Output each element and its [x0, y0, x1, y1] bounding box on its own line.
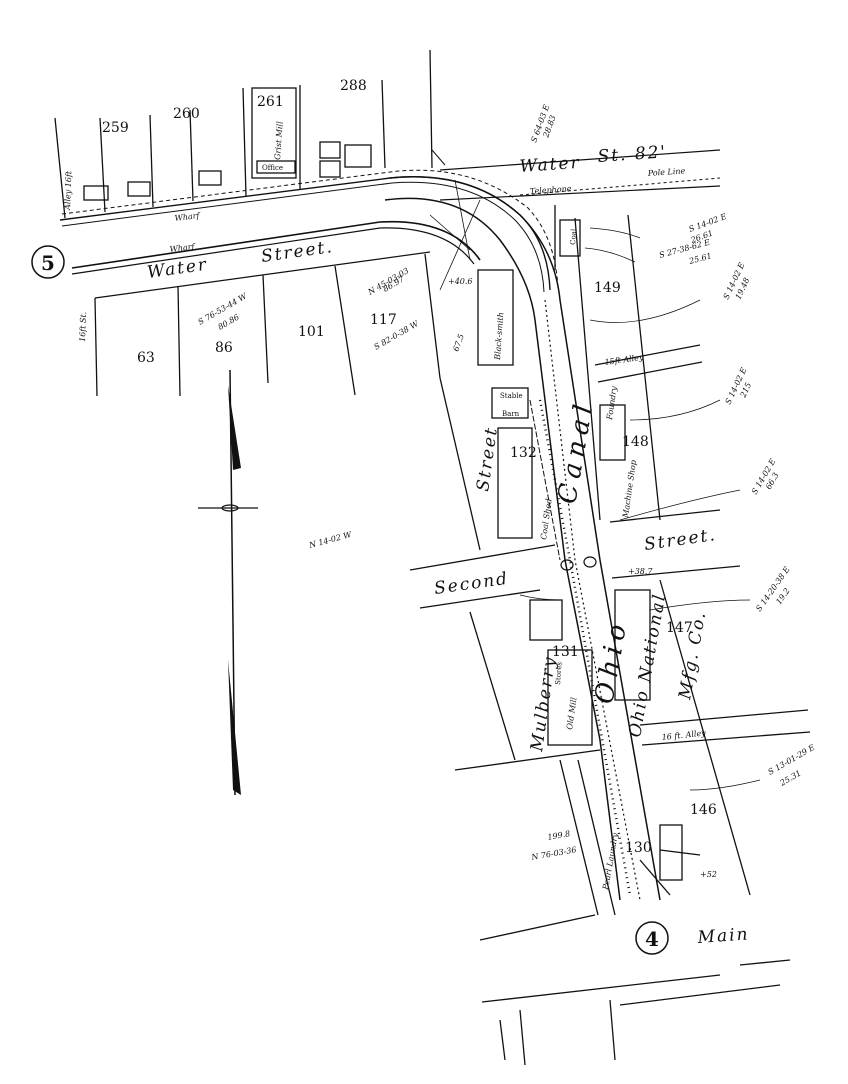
water-street-label: Water — [146, 255, 209, 283]
lot-288: 288 — [340, 78, 367, 94]
alley-top-label: 15ft Alley — [604, 353, 644, 367]
lot-132: 132 — [510, 445, 537, 461]
leader-lines — [519, 227, 761, 791]
lot-261: 261 — [257, 94, 284, 110]
station-marker-4: 4 — [635, 921, 669, 955]
lot-260: 260 — [173, 106, 200, 122]
bearing-b24: N 76-03-36 — [530, 845, 577, 862]
main-street-label: Main — [696, 924, 750, 948]
pole-line-label: Pole Line — [647, 166, 686, 178]
bearing-b25: +38.7 — [628, 567, 653, 576]
building-stable: Stable — [500, 392, 523, 400]
lot-101: 101 — [298, 324, 325, 340]
building-office: Office — [262, 164, 283, 172]
station-marker-5: 5 — [31, 245, 65, 279]
lot-148: 148 — [622, 434, 649, 450]
building-barn: Barn — [502, 410, 520, 418]
bearing-b23: 199.8 — [547, 829, 571, 842]
water-street-word: Street. — [260, 237, 335, 267]
bearing-b16: 25.31 — [778, 768, 803, 788]
right-blocks — [554, 205, 811, 896]
canal-channel — [384, 176, 661, 901]
building-coal-shed: Coal Shed — [539, 498, 554, 540]
alley-left-label: Alley 16ft — [63, 170, 73, 211]
bearing-b28: 67.5 — [451, 333, 466, 353]
building-foundry: Foundry — [605, 385, 619, 421]
lot-130: 130 — [625, 840, 652, 856]
telephone-label: Telephone — [530, 184, 573, 196]
station-marker-4-label: 4 — [645, 927, 659, 951]
water-street-top-label: Water — [519, 153, 581, 177]
building-coal: Coal — [569, 228, 578, 245]
building-old-mill: Old Mill — [565, 696, 579, 730]
second-street-word: Street. — [643, 525, 718, 555]
building-grist-mill: Grist Mill — [273, 121, 285, 160]
lot-147: 147 — [666, 620, 693, 636]
bearing-b27: +40.6 — [448, 277, 473, 286]
building-blacksmith: Black-smith — [493, 312, 505, 361]
eighth-street-label: 16ft St. — [78, 312, 88, 342]
building-machine-shop: Machine Shop — [621, 459, 638, 519]
lot-63: 63 — [137, 350, 155, 366]
lot-146: 146 — [690, 802, 717, 818]
second-street-label: Second — [433, 569, 510, 599]
building-stores: Stores — [554, 661, 564, 685]
lot-149: 149 — [594, 280, 621, 296]
station-marker-5-label: 5 — [41, 251, 55, 275]
lot-117: 117 — [370, 312, 397, 328]
bearing-b26: +52 — [700, 870, 717, 879]
top-lot-lines — [54, 49, 433, 219]
wharf-label-bottom: Wharf — [169, 242, 197, 254]
building-ohio-national: Ohio National — [625, 592, 670, 739]
water-street-top-width: St. 82' — [597, 142, 668, 167]
mulberry-blocks — [409, 269, 791, 1066]
lot-131: 131 — [552, 644, 579, 660]
bearing-b22: N 14-02 W — [307, 530, 353, 550]
north-arrow — [198, 369, 258, 796]
bearing-b6: 25.61 — [687, 251, 712, 266]
ohio-label: Ohio — [589, 616, 633, 706]
wharf-label-top: Wharf — [174, 211, 202, 223]
lower-left-blocks — [94, 253, 441, 397]
water-street-lines — [59, 149, 721, 299]
lot-86: 86 — [215, 340, 233, 356]
canal-label: Canal — [552, 397, 600, 507]
lot-259: 259 — [102, 120, 129, 136]
